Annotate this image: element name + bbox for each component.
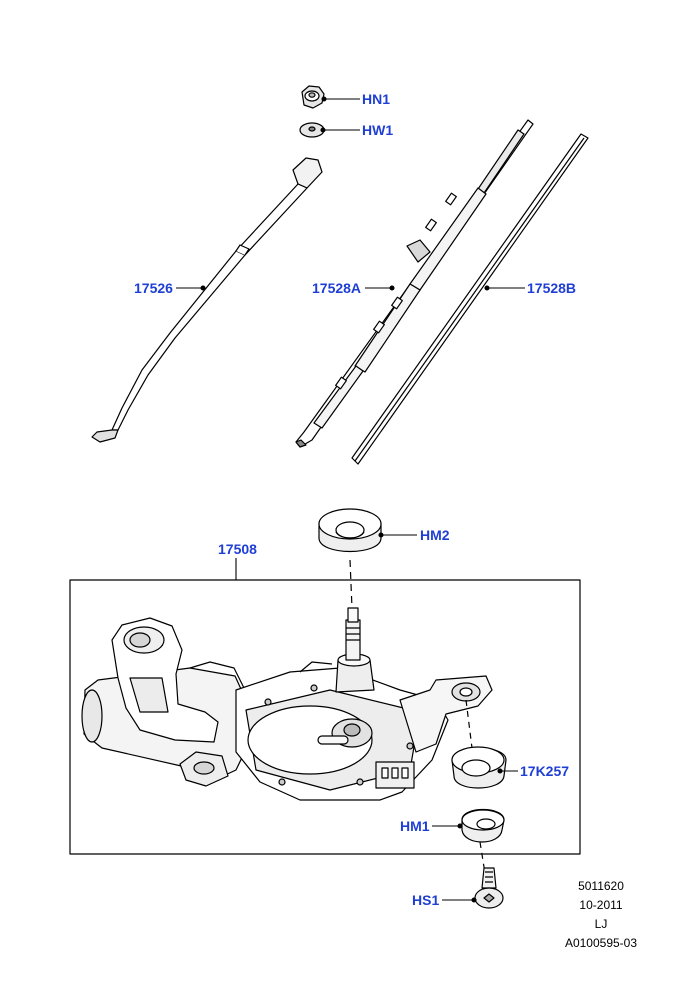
wiper-arm-17526-part[interactable] — [91, 157, 323, 443]
callout-hm1[interactable]: HM1 — [400, 818, 430, 834]
callout-17526[interactable]: 17526 — [134, 280, 173, 296]
drawing-date: 10-2011 — [579, 898, 623, 912]
screw-hs1-part[interactable] — [474, 867, 504, 909]
grommet-hm2-part[interactable] — [318, 508, 382, 553]
motor-assembly-frame — [69, 579, 581, 855]
drawing-model-code: LJ — [594, 917, 608, 931]
callout-hw1[interactable]: HW1 — [362, 122, 394, 138]
callout-17508[interactable]: 17508 — [218, 541, 257, 557]
callout-17528b[interactable]: 17528B — [527, 280, 577, 296]
callout-hn1[interactable]: HN1 — [362, 91, 391, 107]
drawing-illustration-id: A0100595-03 — [564, 936, 638, 950]
wiper-blade-17528a-part[interactable] — [295, 119, 534, 448]
callout-hs1[interactable]: HS1 — [412, 892, 440, 908]
grommet-hm1-part[interactable] — [461, 809, 505, 843]
nut-hn1-part[interactable] — [301, 85, 325, 109]
drawing-number: 5011620 — [578, 879, 624, 893]
callout-17528a[interactable]: 17528A — [312, 280, 362, 296]
callout-17k257[interactable]: 17K257 — [520, 763, 570, 779]
wiper-motor-17508-part[interactable] — [81, 607, 493, 801]
callout-hm2[interactable]: HM2 — [420, 527, 450, 543]
drawing-reference-block: 5011620 10-2011 LJ A0100595-03 — [556, 877, 646, 953]
seal-17k257-part[interactable] — [451, 746, 507, 789]
washer-hw1-part[interactable] — [299, 122, 325, 138]
blade-insert-17528b-part[interactable] — [351, 133, 589, 465]
